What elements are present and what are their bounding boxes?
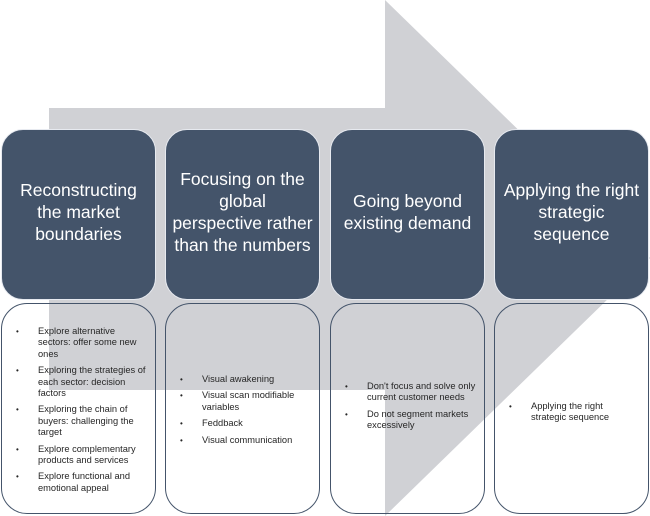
bullet-item: Do not segment markets excessively bbox=[337, 409, 476, 432]
bullet-item: Feddback bbox=[172, 418, 311, 430]
column-title: Focusing on the global perspective rathe… bbox=[172, 168, 313, 255]
column-header: Going beyond existing demand bbox=[330, 129, 485, 300]
column-header: Focusing on the global perspective rathe… bbox=[165, 129, 320, 300]
bullet-item: Visual scan modifiable variables bbox=[172, 390, 311, 413]
column-body: Don't focus and solve only current custo… bbox=[330, 303, 485, 514]
bullet-list: Explore alternative sectors: offer some … bbox=[8, 326, 147, 499]
column-header: Applying the right strategic sequence bbox=[494, 129, 649, 300]
bullet-list: Applying the right strategic sequence bbox=[501, 401, 640, 429]
bullet-list: Visual awakening Visual scan modifiable … bbox=[172, 374, 311, 451]
bullet-item: Explore complementary products and servi… bbox=[8, 444, 147, 467]
column-body: Explore alternative sectors: offer some … bbox=[1, 303, 156, 514]
bullet-item: Explore functional and emotional appeal bbox=[8, 471, 147, 494]
bullet-item: Applying the right strategic sequence bbox=[501, 401, 640, 424]
bullet-item: Explore alternative sectors: offer some … bbox=[8, 326, 147, 360]
column-title: Applying the right strategic sequence bbox=[503, 179, 640, 244]
bullet-item: Exploring the chain of buyers: challengi… bbox=[8, 404, 147, 438]
column-title: Going beyond existing demand bbox=[343, 190, 472, 233]
bullet-item: Exploring the strategies of each sector:… bbox=[8, 365, 147, 399]
bullet-item: Don't focus and solve only current custo… bbox=[337, 381, 476, 404]
column-body: Applying the right strategic sequence bbox=[494, 303, 649, 514]
column-title: Reconstructing the market boundaries bbox=[20, 179, 137, 244]
column-body: Visual awakening Visual scan modifiable … bbox=[165, 303, 320, 514]
bullet-list: Don't focus and solve only current custo… bbox=[337, 381, 476, 437]
column-header: Reconstructing the market boundaries bbox=[1, 129, 156, 300]
bullet-item: Visual communication bbox=[172, 435, 311, 447]
bullet-item: Visual awakening bbox=[172, 374, 311, 386]
